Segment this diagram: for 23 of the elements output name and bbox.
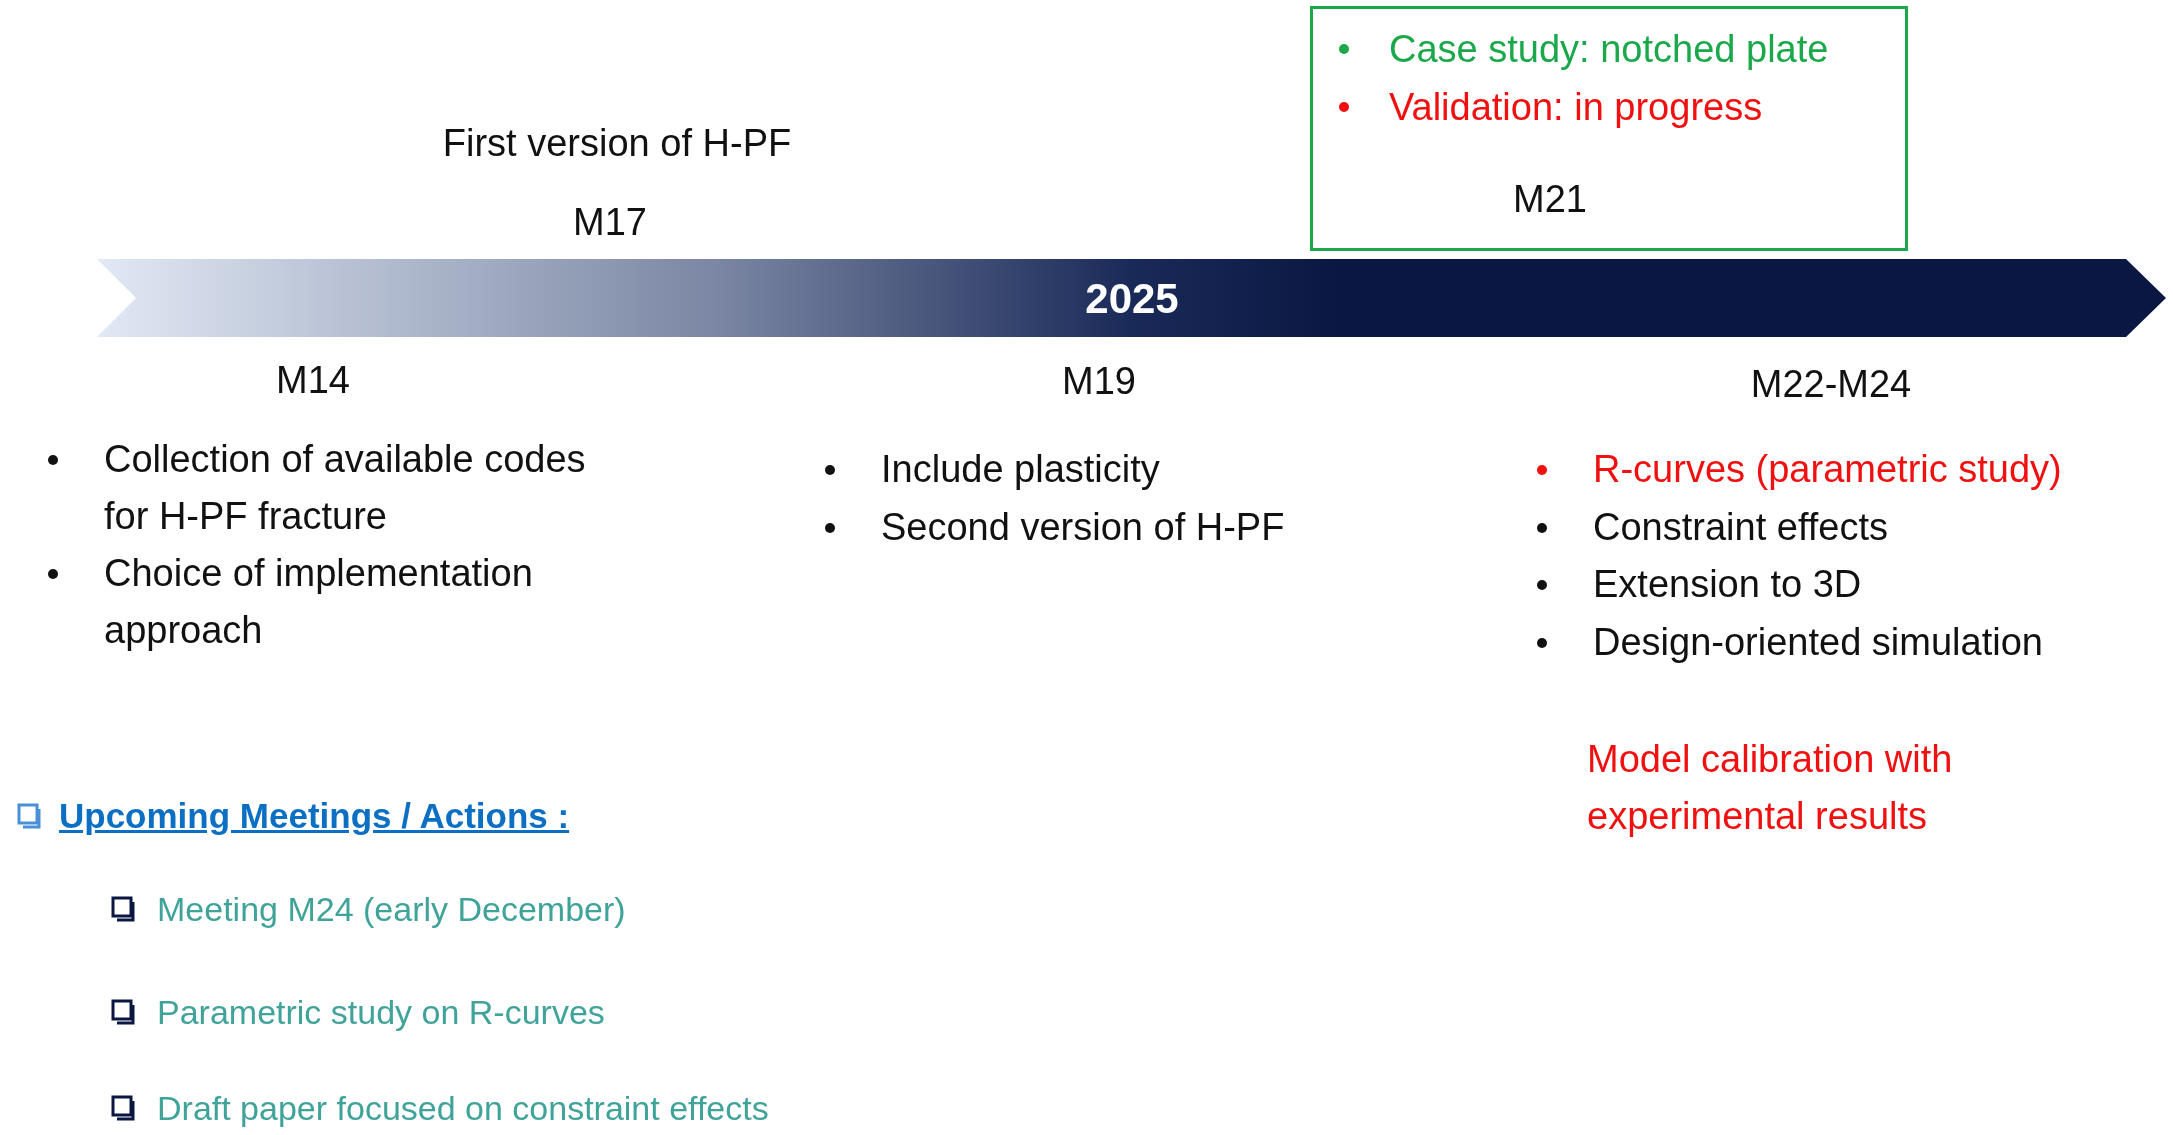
year-label: 2025 (1085, 273, 1179, 324)
note-text: Model calibration with experimental results (1587, 737, 1954, 839)
bullet-text: Constraint effects (1593, 505, 1889, 550)
bullet-text: R-curves (parametric study) (1593, 447, 2063, 492)
action-item: Meeting M24 (early December) (157, 889, 626, 929)
bullet-text: Validation: in progress (1389, 85, 1763, 130)
milestone-label: M17 (573, 199, 647, 245)
bullet-text: Design-oriented simulation (1593, 620, 2044, 665)
bullet-text: Case study: notched plate (1389, 27, 1829, 72)
bullet-text: Extension to 3D (1593, 562, 1863, 607)
milestone-box (1310, 6, 1908, 251)
bullet-text: Second version of H-PF (881, 505, 1286, 550)
bullet-text: Collection of available codes for H-PF fracture (104, 437, 587, 539)
milestone-label: First version of H-PF (442, 120, 792, 166)
section-heading: Upcoming Meetings / Actions : (59, 796, 570, 836)
action-item: Draft paper focused on constraint effects (157, 1088, 769, 1128)
milestone-label: M22-M24 (1750, 361, 1912, 407)
milestone-label: M14 (276, 357, 350, 403)
action-item: Parametric study on R-curves (157, 992, 605, 1032)
bullet-text: Choice of implementation approach (104, 551, 534, 653)
bullet-text: Include plasticity (881, 447, 1161, 492)
milestone-label: M19 (1062, 358, 1136, 404)
milestone-label: M21 (1513, 177, 1587, 222)
